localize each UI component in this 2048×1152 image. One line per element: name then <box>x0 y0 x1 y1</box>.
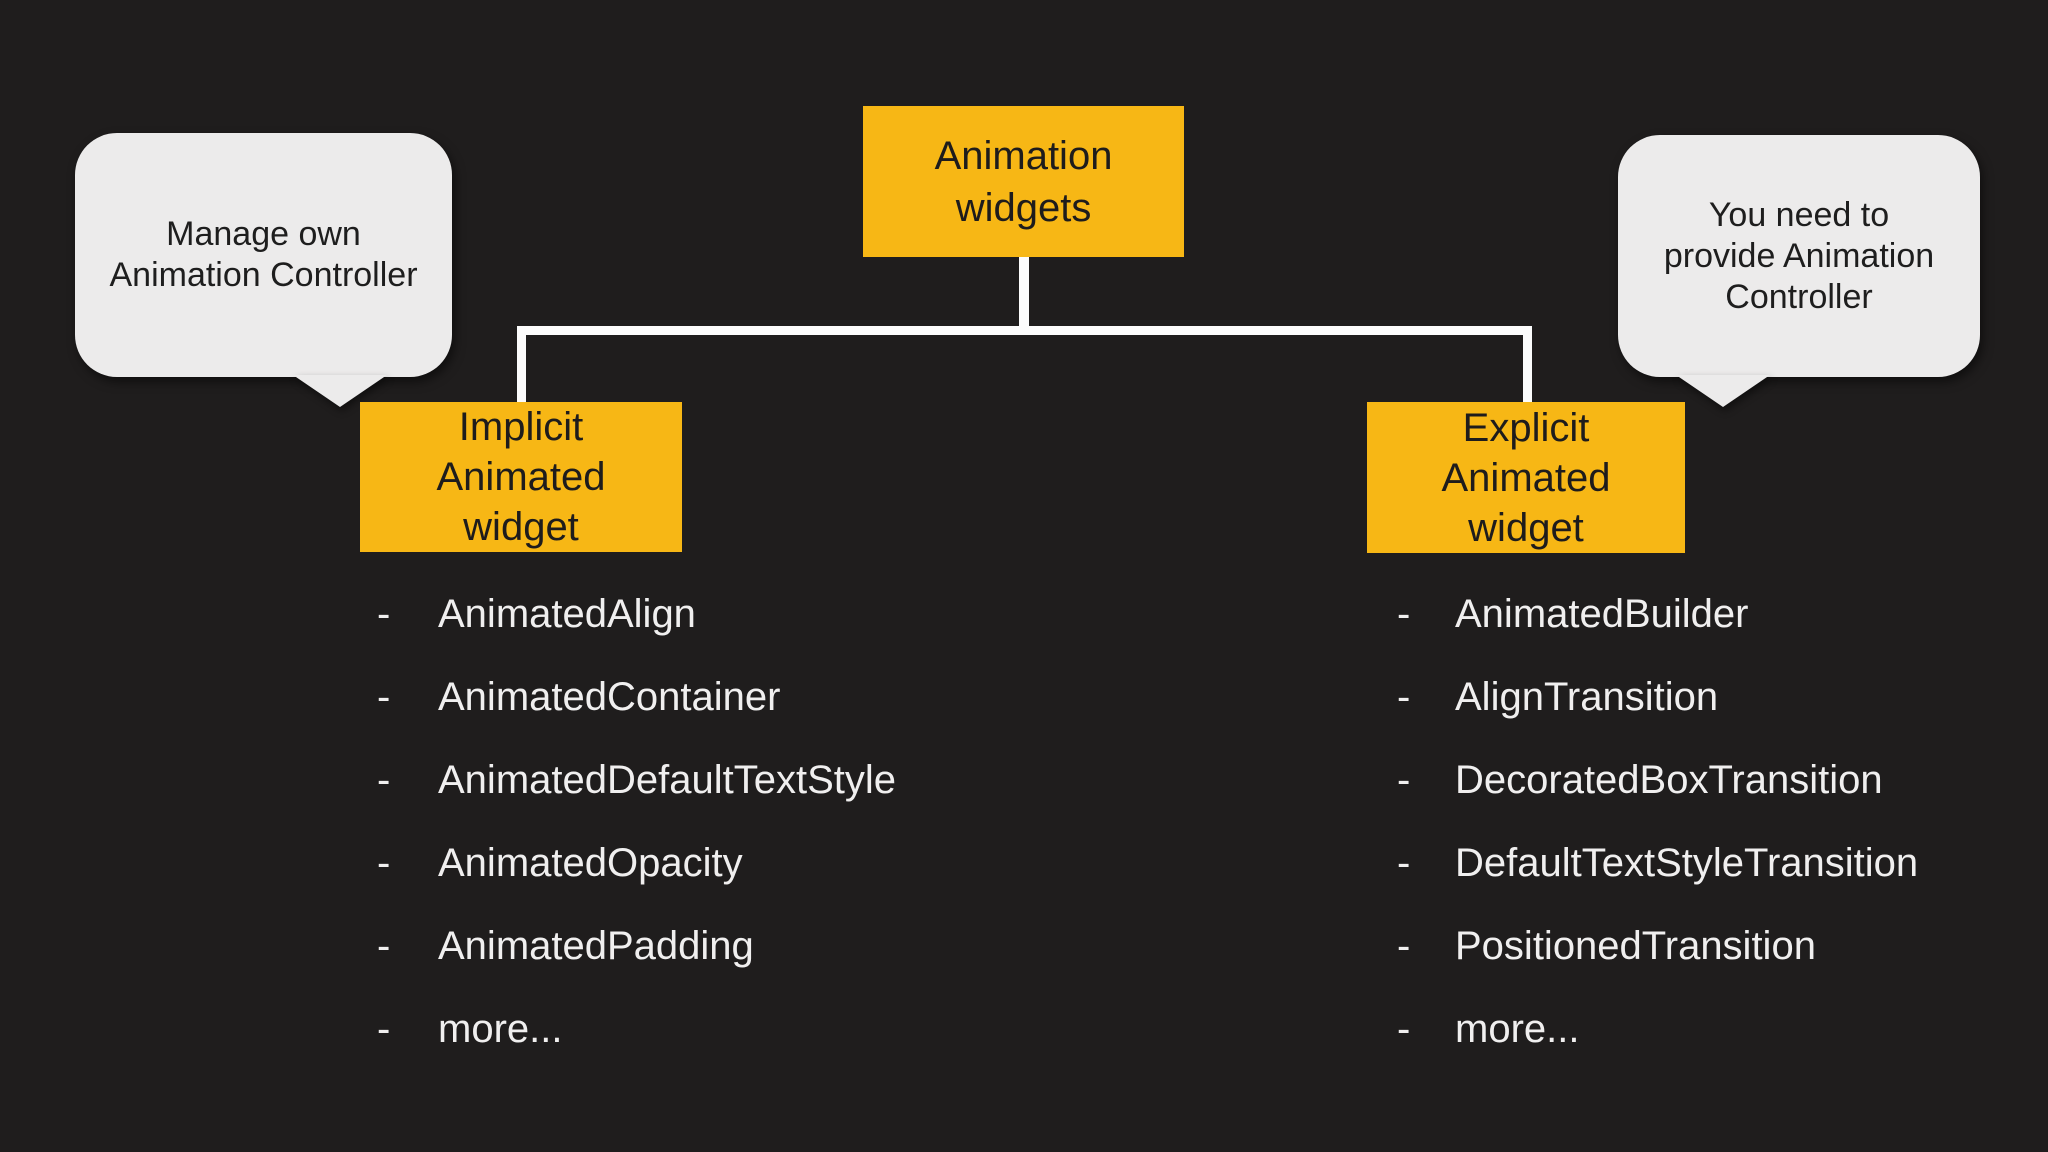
connector-right-drop <box>1523 326 1532 407</box>
list-item: - AnimatedAlign <box>377 573 896 656</box>
callout-manage-own-controller: Manage own Animation Controller <box>75 133 452 407</box>
connector-crossbar <box>517 326 1532 335</box>
list-item-label: more... <box>438 1007 563 1051</box>
list-item-label: AnimatedOpacity <box>438 841 743 885</box>
node-explicit-animated-widget: Explicit Animated widget <box>1367 402 1685 553</box>
dash-bullet: - <box>1397 841 1411 885</box>
list-item-label: AnimatedPadding <box>438 924 754 968</box>
node-implicit-animated-widget: Implicit Animated widget <box>360 402 682 552</box>
list-item-label: AnimatedAlign <box>438 592 696 636</box>
list-item-label: AnimatedContainer <box>438 675 781 719</box>
list-item: - DefaultTextStyleTransition <box>1397 822 1918 905</box>
dash-bullet: - <box>1397 924 1411 968</box>
list-item: - AnimatedPadding <box>377 905 896 988</box>
list-item: - more... <box>377 988 896 1071</box>
list-item: - more... <box>1397 988 1918 1071</box>
dash-bullet: - <box>377 1007 391 1051</box>
list-item-label: AnimatedBuilder <box>1455 592 1749 636</box>
dash-bullet: - <box>377 758 391 802</box>
dash-bullet: - <box>1397 1007 1411 1051</box>
callout-provide-controller: You need to provide Animation Controller <box>1618 135 1980 407</box>
list-item-label: more... <box>1455 1007 1580 1051</box>
dash-bullet: - <box>377 675 391 719</box>
dash-bullet: - <box>1397 758 1411 802</box>
list-item-label: DefaultTextStyleTransition <box>1455 841 1919 885</box>
dash-bullet: - <box>377 841 391 885</box>
dash-bullet: - <box>377 592 391 636</box>
list-item: - AnimatedOpacity <box>377 822 896 905</box>
list-item-label: AlignTransition <box>1455 675 1719 719</box>
dash-bullet: - <box>1397 592 1411 636</box>
list-item: - AnimatedDefaultTextStyle <box>377 739 896 822</box>
connector-stem <box>1019 254 1029 332</box>
callout-text: You need to provide Animation Controller <box>1663 195 1935 316</box>
list-item: - AnimatedContainer <box>377 656 896 739</box>
list-item-label: DecoratedBoxTransition <box>1455 758 1883 802</box>
list-item-label: AnimatedDefaultTextStyle <box>438 758 897 802</box>
dash-bullet: - <box>377 924 391 968</box>
connector-left-drop <box>517 326 526 407</box>
callout-tail <box>1676 375 1770 407</box>
implicit-widget-list: - AnimatedAlign - AnimatedContainer - An… <box>377 573 896 1071</box>
node-animation-widgets: Animation widgets <box>863 106 1184 257</box>
list-item: - PositionedTransition <box>1397 905 1918 988</box>
list-item: - DecoratedBoxTransition <box>1397 739 1918 822</box>
list-item: - AlignTransition <box>1397 656 1918 739</box>
list-item: - AnimatedBuilder <box>1397 573 1918 656</box>
callout-tail <box>293 375 387 407</box>
list-item-label: PositionedTransition <box>1455 924 1816 968</box>
explicit-widget-list: - AnimatedBuilder - AlignTransition - De… <box>1397 573 1918 1071</box>
dash-bullet: - <box>1397 675 1411 719</box>
callout-text: Manage own Animation Controller <box>109 215 418 294</box>
